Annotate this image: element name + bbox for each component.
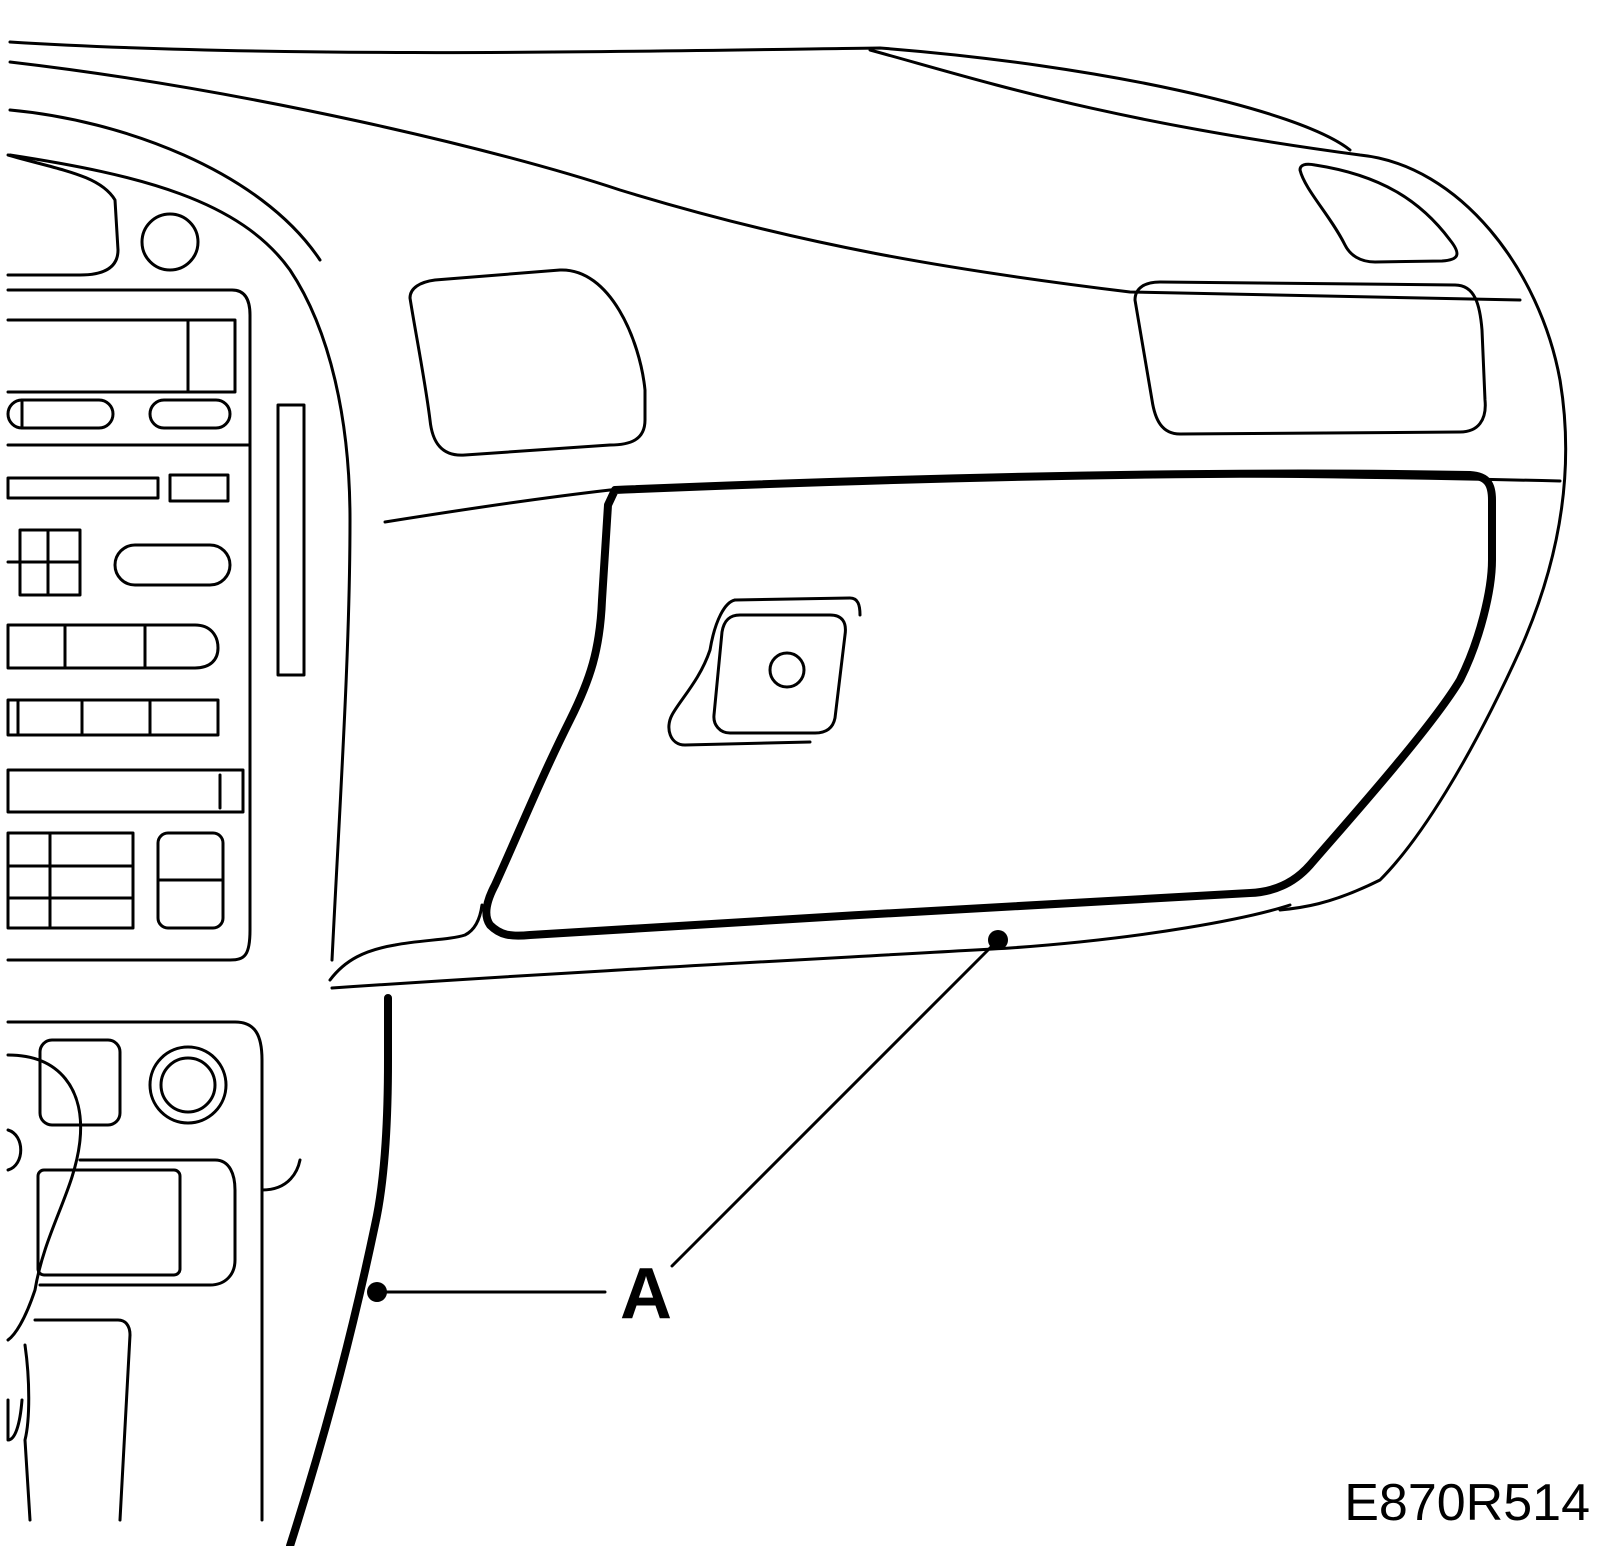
leader-dot-lid: [988, 930, 1008, 950]
glovebox-lock: [667, 596, 862, 747]
dashboard-top-edges: [8, 40, 1568, 912]
callout-a: A: [367, 930, 1008, 1334]
vents: [408, 162, 1487, 457]
figure-code: E870R514: [1344, 1474, 1590, 1532]
glovebox-lid-outline: [482, 469, 1496, 940]
lower-console: [6, 1020, 302, 1522]
side-trim-panel: [286, 994, 392, 1546]
callout-letter-a: A: [620, 1254, 672, 1334]
center-console: [6, 153, 352, 962]
leader-line-lid: [670, 938, 1000, 1268]
leader-dot-trim: [367, 1282, 387, 1302]
